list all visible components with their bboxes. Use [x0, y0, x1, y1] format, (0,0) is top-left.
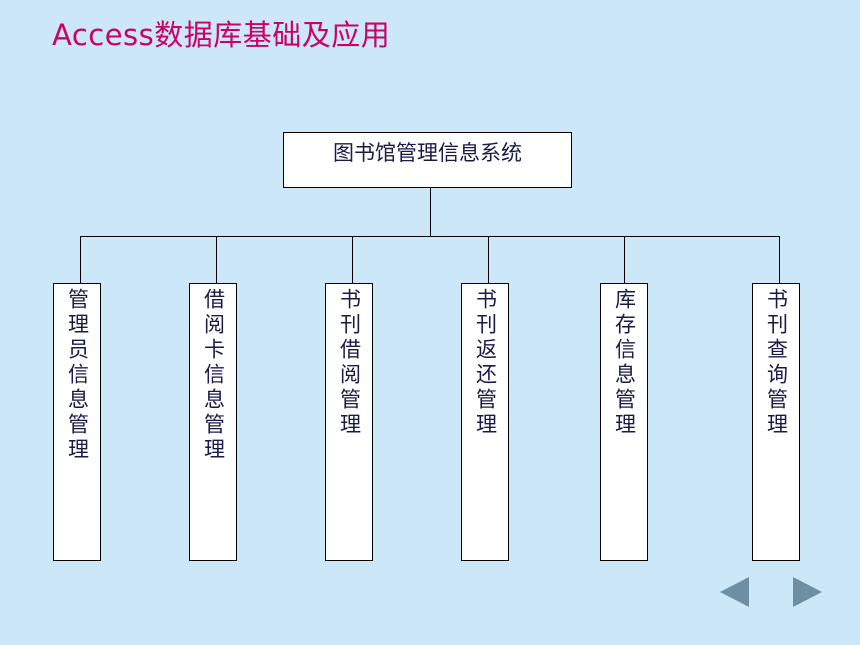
- connector-child-2: [216, 236, 217, 283]
- connector-child-3: [352, 236, 353, 283]
- child-node-inventory: 库存信息管理: [600, 283, 648, 561]
- child-node-query: 书刊查询管理: [752, 283, 800, 561]
- child-node-label: 管理员信息管理: [65, 288, 90, 463]
- connector-child-4: [488, 236, 489, 283]
- connector-child-1: [80, 236, 81, 283]
- triangle-left-icon[interactable]: [720, 577, 749, 607]
- slide-title: Access数据库基础及应用: [52, 18, 391, 52]
- child-node-admin: 管理员信息管理: [53, 283, 101, 561]
- child-node-label: 书刊借阅管理: [337, 288, 362, 438]
- child-node-label: 书刊返还管理: [473, 288, 498, 438]
- root-node-label: 图书馆管理信息系统: [333, 141, 522, 165]
- child-node-return: 书刊返还管理: [461, 283, 509, 561]
- child-node-borrow: 书刊借阅管理: [325, 283, 373, 561]
- connector-root-down: [430, 188, 431, 236]
- root-node: 图书馆管理信息系统: [283, 132, 572, 188]
- child-node-label: 库存信息管理: [612, 288, 637, 438]
- child-node-card: 借阅卡信息管理: [189, 283, 237, 561]
- connector-horizontal: [80, 236, 780, 237]
- triangle-right-icon[interactable]: [793, 577, 822, 607]
- child-node-label: 书刊查询管理: [764, 288, 789, 438]
- child-node-label: 借阅卡信息管理: [201, 288, 226, 463]
- connector-child-5: [624, 236, 625, 283]
- connector-child-6: [779, 236, 780, 283]
